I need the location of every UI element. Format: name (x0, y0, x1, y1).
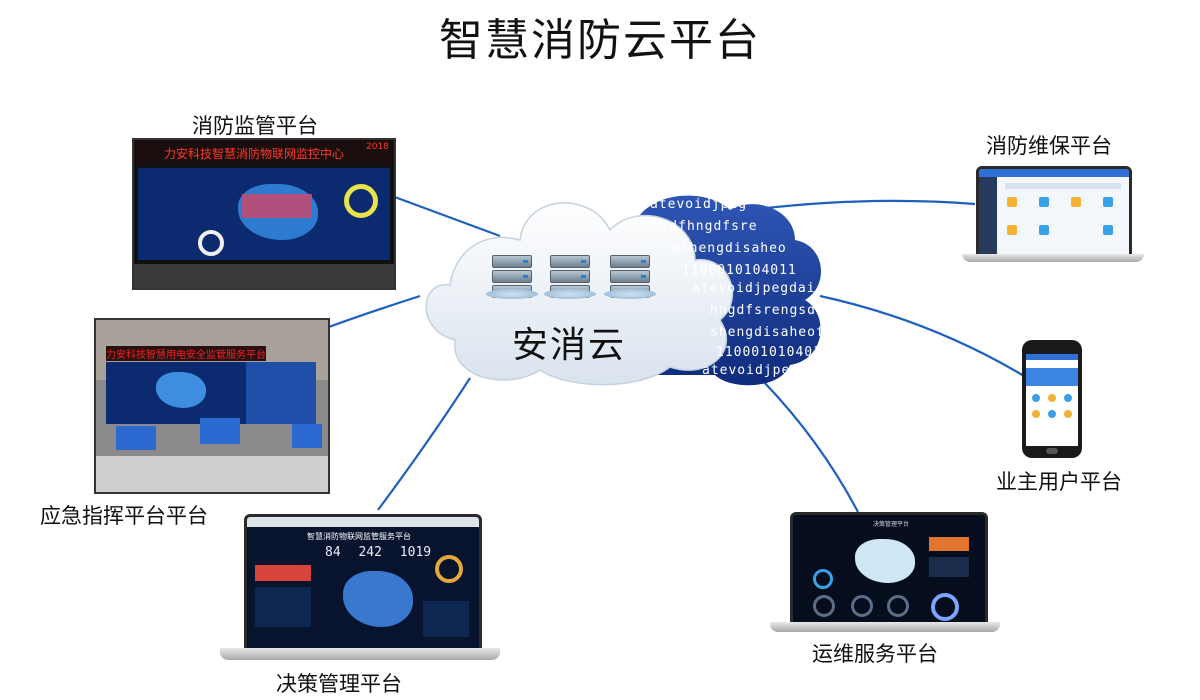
server-icon (544, 255, 596, 299)
decision-counter: 1019 (399, 545, 432, 560)
page-title: 智慧消防云平台 (439, 15, 761, 66)
ops-screen-title: 决策管理平台 (873, 521, 910, 528)
code-line: hngdfsrengsdf (710, 303, 825, 318)
code-line: atevoidjpegdai (702, 363, 826, 378)
decision-laptop-base (220, 648, 500, 660)
decision-counter: 242 (358, 545, 382, 560)
emergency-banner: 力安科技智慧用电安全监管服务平台 (106, 346, 266, 361)
ops-label: 运维服务平台 (812, 642, 938, 666)
decision-laptop-screen: 智慧消防物联网监管服务平台 84 242 1019 (244, 514, 482, 654)
decision-label: 决策管理平台 (276, 672, 402, 696)
cloud: atevoidjpeg fejidfhngdfsre eshengdisaheo… (410, 185, 839, 395)
code-line: atevoidjpegdai (692, 281, 816, 296)
cloud-label: 安消云 (512, 325, 627, 366)
code-line: fejidfhngdfsre (634, 219, 758, 234)
maintenance-laptop-base (962, 254, 1144, 262)
code-line: 1100010104011 (682, 263, 797, 278)
supervision-banner: 力安科技智慧消防物联网监控中心 (164, 147, 345, 161)
supervision-banner-corner: 2018 (366, 142, 389, 152)
supervision-label: 消防监管平台 (192, 114, 318, 138)
link-supervision (391, 194, 501, 238)
server-icon (486, 255, 538, 299)
maintenance-label: 消防维保平台 (986, 134, 1112, 158)
ops-laptop-base (770, 622, 1000, 632)
maintenance-laptop-screen (976, 166, 1132, 260)
code-line: eshengdisaheo (672, 241, 787, 256)
emergency-command-room: 力安科技智慧用电安全监管服务平台 (94, 318, 330, 494)
code-line: 11000101040111 (716, 345, 840, 360)
decision-screen-title: 智慧消防物联网监管服务平台 (307, 532, 411, 541)
code-line: shengdisaheofc (710, 325, 834, 340)
link-owner (819, 294, 1025, 377)
supervision-video-wall: 力安科技智慧消防物联网监控中心 2018 (132, 138, 396, 290)
link-decision (377, 377, 471, 511)
owner-label: 业主用户平台 (996, 470, 1122, 494)
server-icon (604, 255, 656, 299)
emergency-label: 应急指挥平台平台 (40, 504, 208, 528)
code-line: atevoidjpeg (650, 197, 748, 212)
link-emergency (325, 294, 421, 330)
link-ops (761, 379, 859, 513)
ops-laptop-screen: 决策管理平台 (790, 512, 988, 628)
owner-phone (1022, 340, 1082, 458)
decision-counter: 84 (325, 545, 341, 560)
